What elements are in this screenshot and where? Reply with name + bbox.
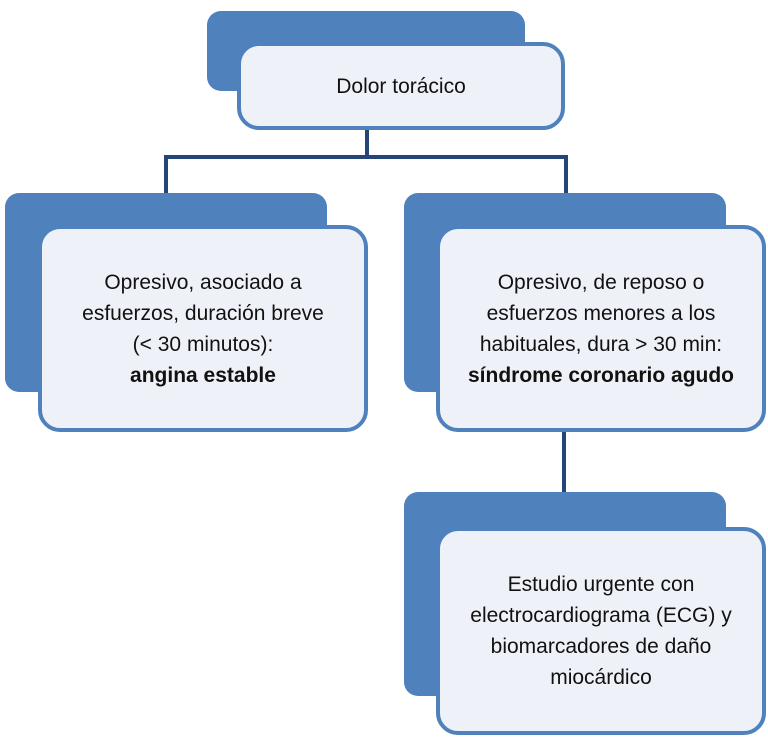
node-right-line: habituales, dura > 30 min: [479, 332, 723, 356]
node-root-label: Dolor torácico [336, 74, 466, 98]
node-root-box: Dolor torácico [237, 42, 565, 130]
node-right-text: Opresivo, de reposo o esfuerzos menores … [468, 267, 734, 391]
connector-right-drop [564, 155, 568, 193]
node-right-line: esfuerzos menores a los [486, 301, 716, 325]
node-bottom-line: biomarcadores de daño [490, 635, 712, 658]
node-bottom-line: Estudio urgente con [507, 573, 695, 596]
node-right-conclusion: síndrome coronario agudo [467, 363, 735, 387]
node-bottom-line: electrocardiograma (ECG) y [470, 604, 732, 627]
connector-root-stem [365, 128, 369, 158]
connector-left-drop [164, 155, 168, 193]
node-right-line: Opresivo, de reposo o [497, 270, 705, 294]
node-left-line: Opresivo, asociado a [104, 270, 302, 294]
connector-right-to-bottom [562, 398, 566, 494]
node-left-line: esfuerzos, duración breve [82, 301, 324, 325]
node-bottom-text: Estudio urgente con electrocardiograma (… [470, 569, 731, 693]
node-bottom-box: Estudio urgente con electrocardiograma (… [436, 527, 766, 735]
connector-horizontal [164, 155, 568, 159]
node-left-conclusion: angina estable [130, 363, 276, 387]
node-left-box: Opresivo, asociado a esfuerzos, duración… [38, 225, 368, 432]
node-left-text: Opresivo, asociado a esfuerzos, duración… [82, 267, 324, 391]
node-right-box: Opresivo, de reposo o esfuerzos menores … [436, 225, 766, 432]
node-left-line: (< 30 minutos): [132, 332, 274, 356]
node-bottom-line: miocárdico [550, 666, 652, 689]
